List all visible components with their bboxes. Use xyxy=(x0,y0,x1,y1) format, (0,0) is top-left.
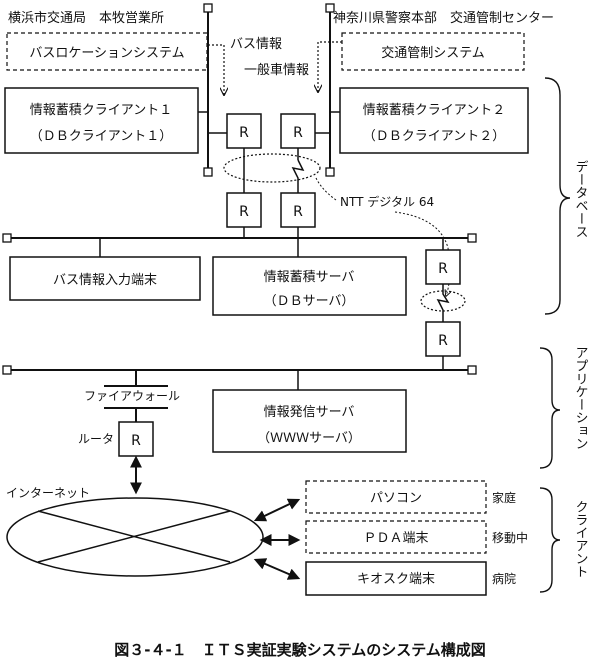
firewall xyxy=(104,370,168,422)
ntt-digital-label: NTT デジタル 64 xyxy=(340,194,434,209)
internet-pc-link xyxy=(253,498,301,522)
www-server-subname: （ＷＷＷサーバ） xyxy=(257,431,361,446)
internet-label: インターネット xyxy=(6,486,90,500)
db-client-2-subname: （ＤＢクライアント２） xyxy=(363,129,505,144)
router-right-lower: R xyxy=(425,321,461,370)
www-server: 情報発信サーバ （ＷＷＷサーバ） xyxy=(212,370,407,453)
internet-kiosk-link xyxy=(253,558,301,580)
svg-text:R: R xyxy=(293,204,303,220)
pda-endpoint: ＰＤＡ端末 xyxy=(305,520,487,554)
svg-text:R: R xyxy=(239,125,249,141)
router-middle-left: R xyxy=(226,192,262,238)
db-server: 情報蓄積サーバ （ＤＢサーバ） xyxy=(212,238,407,316)
db-client-1-name: 情報蓄積クライアント１ xyxy=(30,103,172,118)
router-middle-right: R xyxy=(280,192,316,238)
db-client-2-name: 情報蓄積クライアント２ xyxy=(363,103,505,118)
ntt-line-right xyxy=(420,284,466,322)
bus-location-system-label: バスロケーションシステム xyxy=(29,46,184,61)
bus-info-label: バス情報 xyxy=(230,37,282,52)
lan-right-vertical xyxy=(325,3,335,177)
general-vehicle-flow-arrow xyxy=(318,41,342,92)
traffic-control-system-box: 交通管制システム xyxy=(341,32,525,71)
db-server-subname: （ＤＢサーバ） xyxy=(264,294,355,309)
lan-left-vertical xyxy=(203,3,213,177)
figure-caption: 図３-４-１ ＩＴＳ実証実験システムのシステム構成図 xyxy=(114,641,486,659)
firewall-label: ファイアウォール xyxy=(84,389,180,403)
db-client-1-box: 情報蓄積クライアント１ （ＤＢクライアント１） xyxy=(4,87,208,154)
www-server-name: 情報発信サーバ xyxy=(264,405,355,420)
application-brace xyxy=(539,347,561,469)
svg-text:R: R xyxy=(239,204,249,220)
ntt-leader-left xyxy=(315,177,337,201)
svg-text:R: R xyxy=(438,333,448,349)
database-brace xyxy=(544,77,571,315)
pc-label: パソコン xyxy=(370,491,422,506)
org-right-label: 神奈川県警察本部 交通管制センター xyxy=(333,10,554,26)
internet-cloud xyxy=(6,497,264,577)
hospital-label: 病院 xyxy=(492,571,516,586)
db-client-1-subname: （ＤＢクライアント１） xyxy=(30,129,172,144)
client-brace xyxy=(539,487,561,593)
traffic-control-system-label: 交通管制システム xyxy=(381,45,485,61)
pda-label: ＰＤＡ端末 xyxy=(363,531,428,546)
bus-info-flow-arrow xyxy=(208,44,224,95)
mobile-label: 移動中 xyxy=(492,530,528,545)
pc-endpoint: パソコン xyxy=(305,480,487,514)
kiosk-endpoint: キオスク端末 xyxy=(305,561,487,596)
bus-info-input-terminal-label: バス情報入力端末 xyxy=(53,273,157,288)
db-client-2-box: 情報蓄積クライアント２ （ＤＢクライアント２） xyxy=(330,87,529,154)
application-section-label: アプリケーション xyxy=(573,346,588,450)
org-left-label: 横浜市交通局 本牧営業所 xyxy=(8,10,164,26)
router-upper-right: R xyxy=(280,113,330,149)
router-upper-left: R xyxy=(208,113,262,149)
svg-text:R: R xyxy=(293,125,303,141)
lan-database-horizontal xyxy=(2,233,477,243)
router-label: ルータ xyxy=(78,432,114,446)
ntt-line-group xyxy=(223,148,321,193)
client-section-label: クライアント xyxy=(573,500,588,578)
gateway-router: R xyxy=(118,421,154,457)
lan-application-horizontal xyxy=(2,365,477,375)
bus-location-system-box: バスロケーションシステム xyxy=(6,32,208,71)
kiosk-label: キオスク端末 xyxy=(357,572,435,587)
database-section-label: データベース xyxy=(573,160,589,238)
general-vehicle-info-label: 一般車情報 xyxy=(244,62,309,78)
db-server-name: 情報蓄積サーバ xyxy=(264,270,355,285)
router-right-upper: R xyxy=(425,238,461,285)
svg-text:R: R xyxy=(438,261,448,277)
home-label: 家庭 xyxy=(492,490,516,505)
svg-text:R: R xyxy=(131,433,141,449)
bus-info-input-terminal: バス情報入力端末 xyxy=(9,238,201,301)
